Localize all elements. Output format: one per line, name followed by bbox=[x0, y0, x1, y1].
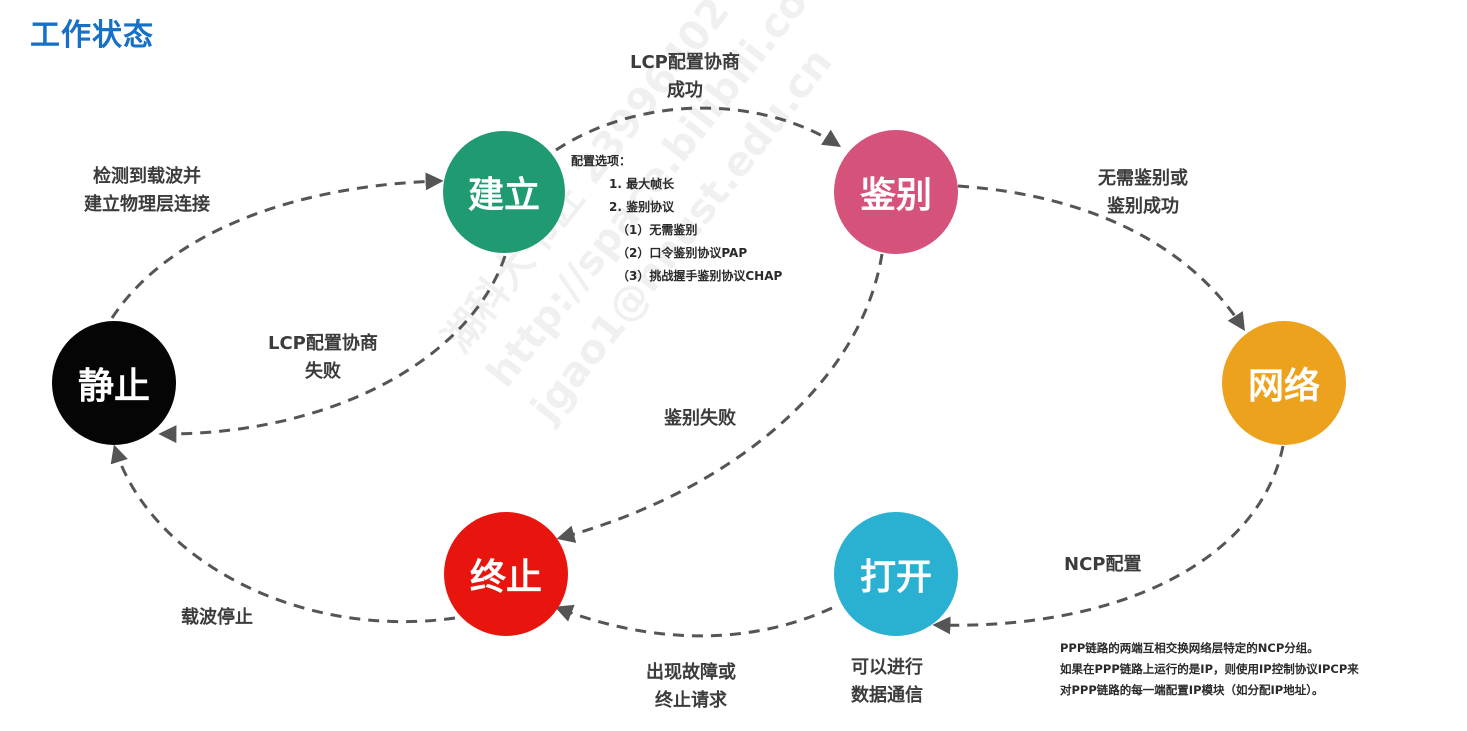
state-dead: 静止 bbox=[52, 321, 176, 445]
label-line: LCP配置协商 bbox=[630, 52, 740, 73]
arrow-dead-to-establish bbox=[110, 172, 444, 319]
config-option-item: 2. 鉴别协议 bbox=[609, 200, 675, 214]
label-line: 载波停止 bbox=[181, 607, 253, 628]
state-terminate-label: 终止 bbox=[469, 557, 542, 598]
state-authenticate-label: 鉴别 bbox=[859, 175, 932, 216]
arrow-establish-to-authenticate bbox=[555, 106, 842, 152]
label-line: 鉴别失败 bbox=[664, 408, 736, 429]
label-dead-to-establish: 检测到载波并 建立物理层连接 bbox=[84, 163, 210, 219]
label-line: 失败 bbox=[304, 361, 341, 382]
label-authenticate-to-terminate: 鉴别失败 bbox=[664, 405, 736, 433]
label-authenticate-to-network: 无需鉴别或 鉴别成功 bbox=[1098, 165, 1188, 221]
arrow-establish-to-dead bbox=[158, 255, 507, 444]
arrow-authenticate-to-network bbox=[957, 184, 1245, 332]
label-line: 检测到载波并 bbox=[93, 166, 201, 187]
label-line: 无需鉴别或 bbox=[1098, 168, 1188, 189]
label-network-to-open: NCP配置 bbox=[1064, 551, 1141, 579]
state-open: 打开 bbox=[834, 512, 958, 636]
state-establish: 建立 bbox=[443, 131, 565, 253]
config-option-item: 1. 最大帧长 bbox=[609, 177, 675, 191]
config-options-heading: 配置选项： bbox=[571, 154, 632, 168]
state-authenticate: 鉴别 bbox=[834, 130, 958, 254]
ncp-note: PPP链路的两端互相交换网络层特定的NCP分组。 如果在PPP链路上运行的是IP… bbox=[1060, 638, 1359, 701]
state-establish-label: 建立 bbox=[467, 175, 540, 216]
ncp-note-line: 如果在PPP链路上运行的是IP，则使用IP控制协议IPCP来 bbox=[1060, 662, 1359, 676]
state-open-label: 打开 bbox=[859, 557, 932, 598]
arrow-network-to-open bbox=[932, 445, 1285, 635]
state-dead-label: 静止 bbox=[77, 366, 150, 407]
label-open-to-terminate: 出现故障或 终止请求 bbox=[646, 659, 736, 715]
label-line: 成功 bbox=[666, 80, 703, 101]
state-network: 网络 bbox=[1222, 321, 1346, 445]
config-options: 配置选项： 1. 最大帧长 2. 鉴别协议 （1）无需鉴别 （2）口令鉴别协议P… bbox=[571, 150, 782, 288]
config-option-item: （2）口令鉴别协议PAP bbox=[617, 246, 748, 260]
label-line: 鉴别成功 bbox=[1107, 196, 1179, 217]
label-establish-to-authenticate: LCP配置协商 成功 bbox=[630, 49, 740, 105]
arrow-open-to-terminate bbox=[554, 604, 833, 638]
ncp-note-line: PPP链路的两端互相交换网络层特定的NCP分组。 bbox=[1060, 641, 1319, 655]
arrow-authenticate-to-terminate bbox=[556, 253, 884, 543]
label-line: NCP配置 bbox=[1064, 554, 1142, 575]
label-establish-to-dead: LCP配置协商 失败 bbox=[268, 330, 378, 386]
config-option-item: （1）无需鉴别 bbox=[617, 223, 698, 237]
label-line: 终止请求 bbox=[655, 690, 727, 711]
state-network-label: 网络 bbox=[1247, 366, 1320, 407]
label-line: 数据通信 bbox=[851, 685, 923, 706]
label-line: 可以进行 bbox=[851, 657, 923, 678]
label-line: 出现故障或 bbox=[646, 662, 736, 683]
label-line: LCP配置协商 bbox=[268, 333, 378, 354]
label-open-self: 可以进行 数据通信 bbox=[851, 654, 923, 710]
ncp-note-line: 对PPP链路的每一端配置IP模块（如分配IP地址）。 bbox=[1060, 683, 1324, 697]
config-option-item: （3）挑战握手鉴别协议CHAP bbox=[617, 269, 783, 283]
label-line: 建立物理层连接 bbox=[84, 194, 210, 215]
arrow-terminate-to-dead bbox=[110, 444, 456, 624]
state-terminate: 终止 bbox=[444, 512, 568, 636]
label-terminate-to-dead: 载波停止 bbox=[181, 604, 253, 632]
page-title: 工作状态 bbox=[30, 18, 154, 53]
